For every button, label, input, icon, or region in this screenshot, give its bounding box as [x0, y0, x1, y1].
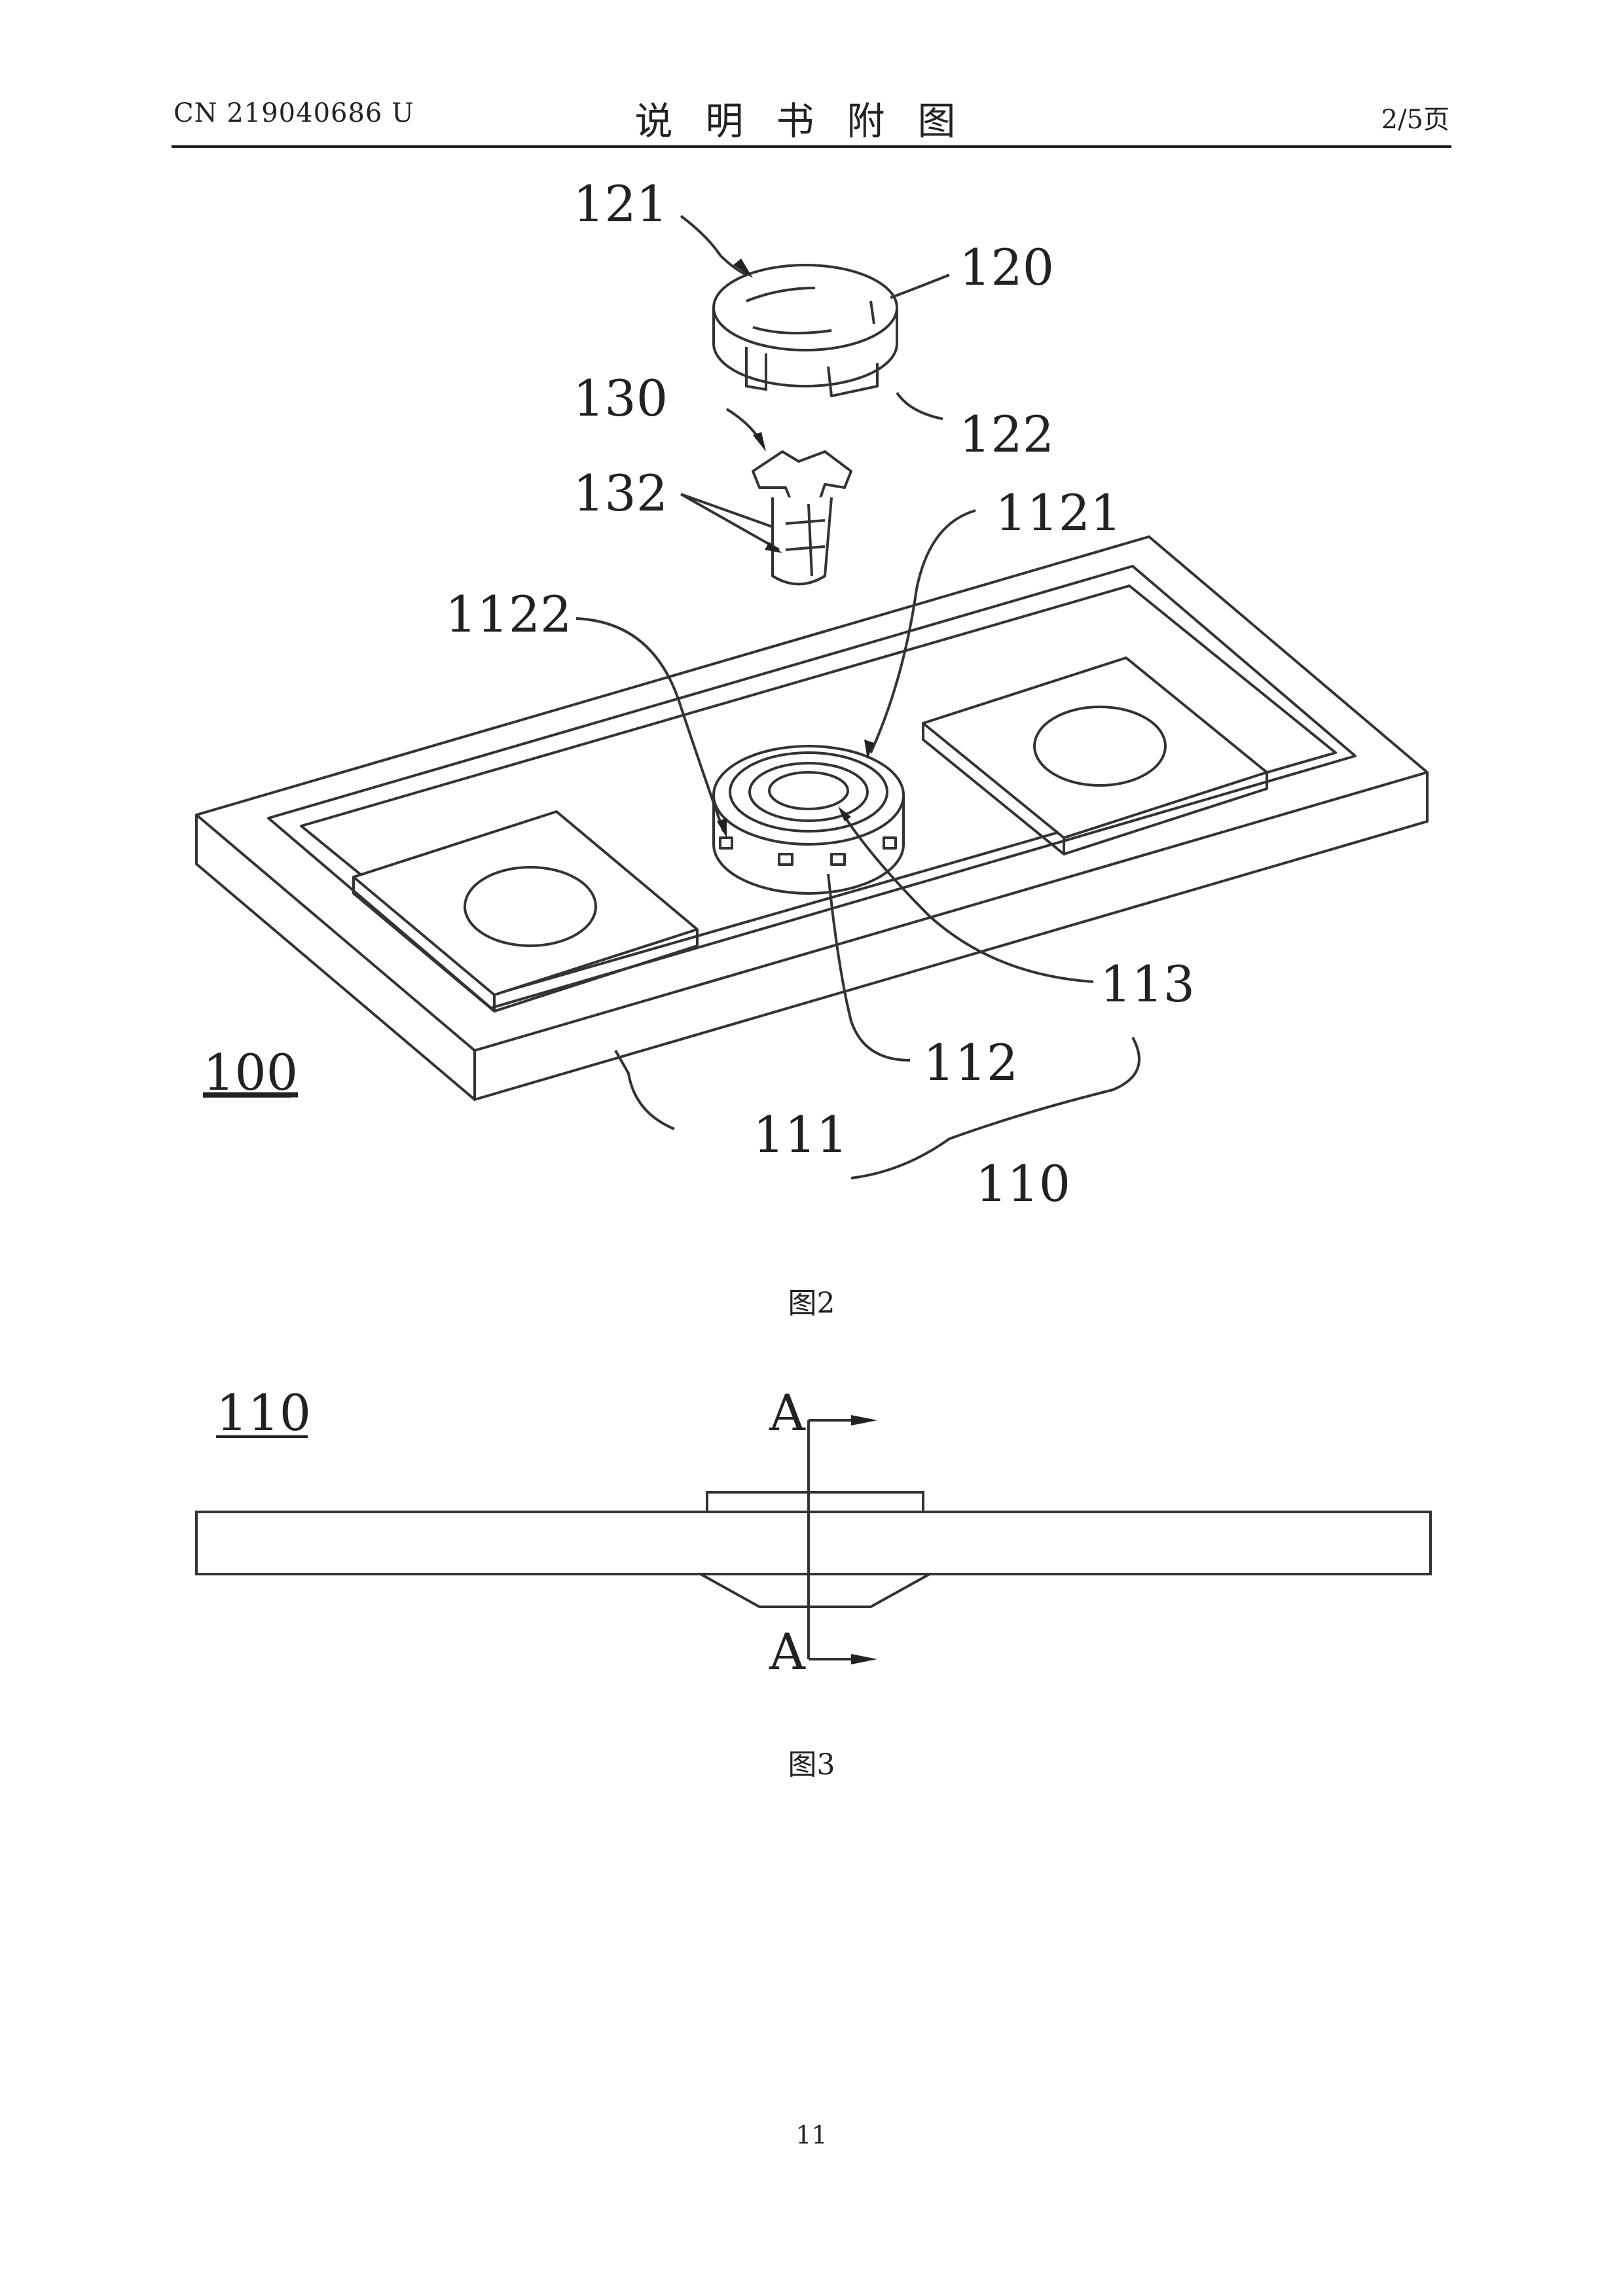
figure-3-drawing: 110 A A — [195, 1384, 1432, 1681]
label-122: 122 — [959, 405, 1054, 463]
section-label-top: A — [769, 1384, 806, 1442]
label-113: 113 — [1100, 955, 1195, 1013]
label-1122: 1122 — [445, 585, 572, 643]
page-title: 说明书附图 — [634, 99, 989, 143]
publication-number: CN 219040686 U — [173, 98, 414, 128]
page-number: 11 — [795, 2121, 828, 2149]
fig3-label-110: 110 — [216, 1384, 311, 1442]
label-130: 130 — [573, 369, 668, 427]
label-1121: 1121 — [995, 484, 1122, 542]
top-boss-section — [706, 1491, 924, 1513]
label-112: 112 — [923, 1033, 1018, 1092]
page-info: 2/5页 — [1381, 105, 1450, 135]
label-120: 120 — [959, 238, 1054, 296]
base-plate-front — [195, 815, 476, 1101]
bottom-boss-section — [700, 1573, 930, 1608]
figure-3-caption: 图3 — [788, 1748, 835, 1782]
header-rule — [172, 145, 1451, 148]
figure-2-drawing: 121 120 130 122 132 1121 1122 113 100 11… — [195, 175, 1429, 1213]
clip-part — [752, 450, 852, 586]
figure-2-caption: 图2 — [788, 1287, 835, 1320]
base-plate-side — [474, 772, 1429, 1101]
label-111: 111 — [753, 1105, 848, 1164]
center-boss — [712, 745, 905, 895]
label-132: 132 — [573, 464, 668, 522]
label-100: 100 — [203, 1043, 298, 1102]
plate-section — [195, 1511, 1432, 1575]
section-label-bottom: A — [769, 1623, 806, 1681]
label-110: 110 — [976, 1155, 1070, 1213]
label-121: 121 — [573, 175, 668, 233]
cap-part — [712, 264, 898, 397]
